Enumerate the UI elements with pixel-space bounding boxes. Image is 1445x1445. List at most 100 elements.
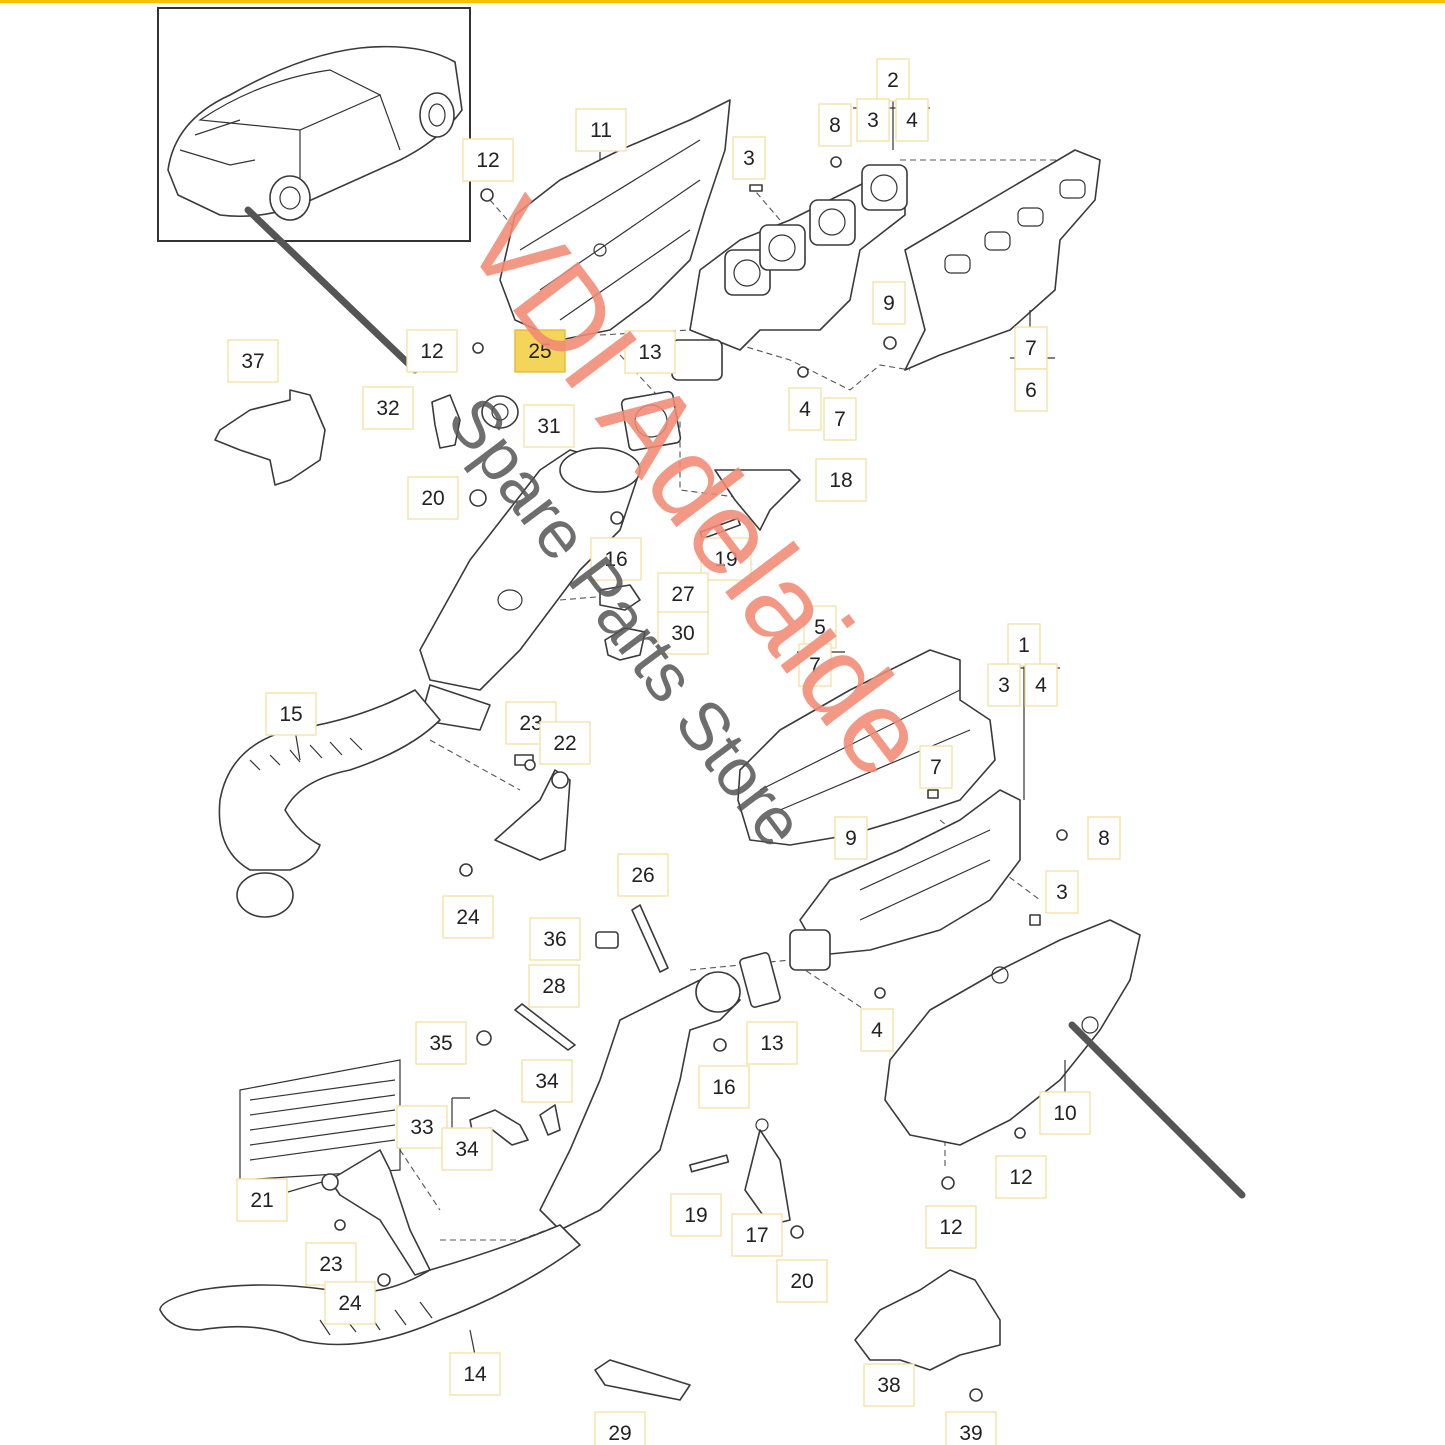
callout-number: 36: [543, 928, 566, 951]
callout-number: 9: [883, 292, 895, 315]
callout-number: 19: [684, 1204, 707, 1227]
callout-label-34: 34: [441, 1127, 493, 1171]
callout-box: [415, 1021, 467, 1065]
callout-number: 3: [743, 147, 755, 170]
callout-box: [863, 1363, 915, 1407]
callout-box: [575, 108, 627, 152]
callout-number: 13: [638, 341, 661, 364]
callout-box: [624, 330, 676, 374]
oxygen-sensor-28-part: [514, 1003, 576, 1051]
connector-36-part: [595, 931, 619, 949]
callout-number: 30: [671, 622, 694, 645]
callout-label-36: 36: [529, 917, 581, 961]
upper-exhaust-manifold-part: [671, 164, 908, 381]
vehicle-thumbnail: [157, 7, 471, 242]
callout-label-11: 11: [575, 108, 627, 152]
callout-number: 20: [421, 487, 444, 510]
callout-number: 17: [745, 1224, 768, 1247]
callout-number: 25: [528, 340, 551, 363]
callout-label-16: 16: [698, 1065, 750, 1109]
upper-exhaust-pipe-part: [218, 689, 441, 918]
callout-number: 39: [959, 1422, 982, 1445]
watermark: VDI Adelaide Spare Parts Store: [433, 176, 955, 860]
callout-number: 24: [338, 1292, 362, 1315]
callout-box: [746, 1021, 798, 1065]
callout-label-33: 33: [396, 1105, 448, 1149]
callout-number: 3: [1056, 881, 1068, 904]
callout-number: 29: [608, 1422, 631, 1445]
callout-box: [406, 329, 458, 373]
callout-box: [945, 1411, 997, 1445]
callout-number: 2: [887, 69, 899, 92]
callout-number: 7: [809, 654, 821, 677]
callout-label-38: 38: [863, 1363, 915, 1407]
callout-label-17: 17: [731, 1213, 783, 1257]
callout-box: [803, 605, 837, 649]
callout-box: [441, 1127, 493, 1171]
callout-label-7: 7: [919, 745, 953, 789]
callout-number: 3: [998, 674, 1010, 697]
callout-number: 13: [760, 1032, 783, 1055]
callout-number: 26: [631, 864, 654, 887]
callout-label-13: 13: [746, 1021, 798, 1065]
callout-label-20: 20: [407, 476, 459, 520]
callout-number: 34: [455, 1138, 479, 1161]
callout-box: [925, 1205, 977, 1249]
callout-label-12: 12: [995, 1155, 1047, 1199]
callout-box: [872, 281, 906, 325]
callout-label-7: 7: [823, 397, 857, 441]
callout-box: [407, 476, 459, 520]
callout-label-15: 15: [265, 692, 317, 736]
callout-box: [823, 397, 857, 441]
callout-label-20: 20: [776, 1259, 828, 1303]
callout-label-7: 7: [798, 643, 832, 687]
callout-number: 21: [250, 1189, 273, 1212]
callout-box: [514, 329, 566, 373]
callout-label-12: 12: [406, 329, 458, 373]
callout-box: [1045, 870, 1079, 914]
callout-label-23: 23: [305, 1242, 357, 1286]
callout-box: [396, 1105, 448, 1149]
callout-box: [876, 58, 910, 102]
callout-label-31: 31: [523, 404, 575, 448]
callout-number: 5: [814, 616, 826, 639]
callout-box: [1024, 663, 1058, 707]
callout-number: 4: [871, 1019, 883, 1042]
callout-number: 19: [714, 548, 737, 571]
callout-number: 11: [590, 119, 612, 142]
callout-label-19: 19: [670, 1193, 722, 1237]
bracket-17-part: [744, 1118, 791, 1226]
callout-label-3: 3: [1045, 870, 1079, 914]
callout-box: [995, 1155, 1047, 1199]
callout-box: [449, 1352, 501, 1396]
callout-number: 14: [463, 1363, 487, 1386]
callout-number: 15: [279, 703, 302, 726]
callout-label-32: 32: [362, 386, 414, 430]
callout-number: 9: [845, 827, 857, 850]
callout-box: [236, 1178, 288, 1222]
callout-box: [776, 1259, 828, 1303]
callout-label-4: 4: [860, 1008, 894, 1052]
engine-block-sketch: [239, 1059, 401, 1181]
callout-number: 24: [456, 906, 480, 929]
callout-number: 4: [1035, 674, 1047, 697]
callout-number: 7: [834, 408, 846, 431]
clamp-31-part: [481, 395, 519, 429]
callout-number: 32: [376, 397, 399, 420]
callout-box: [362, 386, 414, 430]
callout-box: [305, 1242, 357, 1286]
callout-label-37: 37: [227, 339, 279, 383]
callout-number: 34: [535, 1070, 559, 1093]
callout-label-9: 9: [872, 281, 906, 325]
callout-box: [539, 721, 591, 765]
callout-box: [856, 98, 890, 142]
callout-box: [1087, 816, 1121, 860]
callout-label-3: 3: [987, 663, 1021, 707]
manifold-gasket-part: [904, 149, 1101, 371]
callout-label-5: 5: [803, 605, 837, 649]
callout-number: 1: [1018, 634, 1030, 657]
bracket-37-part: [214, 389, 326, 486]
callout-label-2: 2: [876, 58, 910, 102]
